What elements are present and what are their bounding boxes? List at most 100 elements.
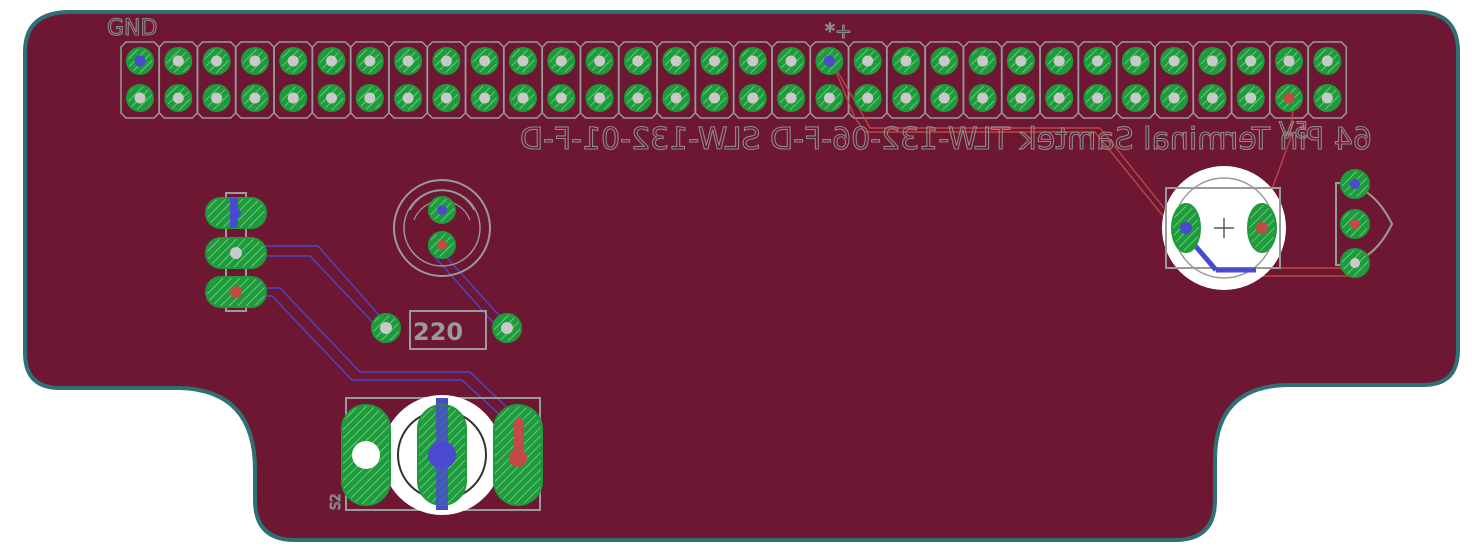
regulator-pin-2[interactable] (1340, 209, 1370, 239)
header-pin-1-9[interactable] (432, 47, 461, 75)
header-column-outline (1192, 41, 1233, 119)
header-pin-2-23[interactable] (968, 84, 997, 112)
header-pin-2-27[interactable] (1121, 84, 1150, 112)
resistor-pad-right[interactable] (492, 313, 522, 343)
header-pin-1-31[interactable] (1275, 47, 1303, 75)
header-pin-1-14[interactable] (623, 47, 652, 75)
header-pin-2-15[interactable] (662, 84, 691, 112)
header-pin-1-4[interactable] (240, 47, 269, 75)
header-pin-1-7[interactable] (355, 47, 384, 75)
pin-3-pad[interactable] (205, 276, 267, 308)
switch-pad-left[interactable] (341, 404, 391, 506)
header-column-outline (847, 41, 888, 119)
header-pin-2-30[interactable] (1236, 84, 1265, 112)
header-column-outline (350, 41, 390, 119)
header-column-outline (464, 41, 505, 119)
header-pin-1-26[interactable] (1083, 47, 1112, 75)
header-pin-1-20[interactable] (853, 47, 882, 75)
header-pin-1-2[interactable] (164, 47, 193, 75)
header-pin-2-10[interactable] (470, 84, 499, 112)
capacitor-round (1162, 166, 1286, 290)
header-pin-2-11[interactable] (509, 84, 537, 112)
header-pin-1-23[interactable] (968, 47, 997, 75)
header-pin-1-10[interactable] (470, 47, 499, 75)
header-pin-2-18[interactable] (777, 84, 806, 112)
header-pin-2-7[interactable] (355, 84, 384, 112)
header-pin-1-3[interactable] (202, 47, 231, 75)
header-pin-2-29[interactable] (1198, 84, 1227, 112)
header-pin-2-32[interactable] (1313, 84, 1342, 112)
resistor-value-label: 220 (413, 318, 463, 346)
header-pin-1-13[interactable] (585, 47, 614, 75)
header-pin-2-13[interactable] (585, 84, 614, 112)
header-pin-2-6[interactable] (317, 84, 346, 112)
header-pin-1-19[interactable] (815, 47, 844, 75)
header-pin-1-5[interactable] (279, 47, 308, 75)
pin-2-pad[interactable] (205, 237, 267, 269)
header-pin-2-24[interactable] (1006, 84, 1035, 112)
header-pin-1-30[interactable] (1236, 47, 1265, 75)
header-pin-2-9[interactable] (432, 84, 461, 112)
switch-pad-right[interactable] (493, 404, 543, 506)
led-anode-pad[interactable] (428, 196, 456, 224)
header-pin-1-21[interactable] (892, 47, 920, 75)
header-pin-2-2[interactable] (164, 84, 193, 112)
header-pin-1-29[interactable] (1198, 47, 1227, 75)
header-pin-1-18[interactable] (777, 47, 806, 75)
header-pin-1-11[interactable] (509, 47, 537, 75)
header-column-outline (962, 41, 1003, 119)
capacitor-pad-left[interactable] (1171, 203, 1201, 253)
header-pin-2-3[interactable] (202, 84, 231, 112)
led-cathode-pad[interactable] (428, 231, 456, 259)
switch-ref-label: S2 (329, 493, 344, 510)
header-pin-2-22[interactable] (930, 84, 959, 112)
header-pin-1-1[interactable] (126, 47, 154, 75)
regulator-pin-3[interactable] (1340, 248, 1370, 278)
header-pin-2-17[interactable] (738, 84, 767, 112)
capacitor-pad-right[interactable] (1247, 203, 1277, 253)
header-column-outline (886, 41, 926, 119)
header-pin-1-12[interactable] (547, 47, 576, 75)
resistor-220: 220 (371, 310, 522, 350)
header-column-outline (273, 41, 313, 119)
header-column-outline (771, 41, 811, 119)
header-pin-2-19[interactable] (815, 84, 844, 112)
header-pin-1-16[interactable] (700, 47, 729, 75)
header-pin-2-12[interactable] (547, 84, 576, 112)
header-pin-1-17[interactable] (738, 47, 767, 75)
header-pin-1-32[interactable] (1313, 47, 1342, 75)
header-part-name: 64 Pin Terminal Samtek TLW-132-06-F-D SL… (520, 122, 1372, 157)
header-pin-1-8[interactable] (394, 47, 423, 75)
header-pin-2-16[interactable] (700, 84, 729, 112)
header-pin-2-8[interactable] (394, 84, 423, 112)
header-pin-2-21[interactable] (892, 84, 920, 112)
header-pin-1-15[interactable] (662, 47, 691, 75)
header-pin-2-28[interactable] (1160, 84, 1189, 112)
header-pin-1-24[interactable] (1006, 47, 1035, 75)
header-pin-2-31[interactable] (1275, 84, 1303, 112)
header-column-outline (1116, 41, 1156, 119)
header-column-outline (426, 41, 467, 119)
regulator-pin-1[interactable] (1340, 169, 1370, 199)
header-pin-2-5[interactable] (279, 84, 308, 112)
header-column-outline (656, 41, 696, 119)
header-pin-2-26[interactable] (1083, 84, 1112, 112)
header-column-outline (809, 41, 850, 119)
header-pin-2-14[interactable] (623, 84, 652, 112)
header-pin-1-25[interactable] (1045, 47, 1074, 75)
header-pin-2-1[interactable] (126, 84, 154, 112)
header-pin-2-4[interactable] (240, 84, 269, 112)
header-pin-2-20[interactable] (853, 84, 882, 112)
header-pin-2-25[interactable] (1045, 84, 1074, 112)
header-pin-1-28[interactable] (1160, 47, 1189, 75)
header-column-outline (1077, 41, 1118, 119)
board-outline (23, 10, 1460, 542)
header-pin-1-22[interactable] (930, 47, 959, 75)
pin-1-pad[interactable] (205, 197, 267, 229)
header-pin-1-27[interactable] (1121, 47, 1150, 75)
resistor-pad-left[interactable] (371, 313, 401, 343)
switch-pad-center[interactable] (417, 404, 467, 506)
header-column-outline (1269, 41, 1309, 119)
header-pin-1-6[interactable] (317, 47, 346, 75)
